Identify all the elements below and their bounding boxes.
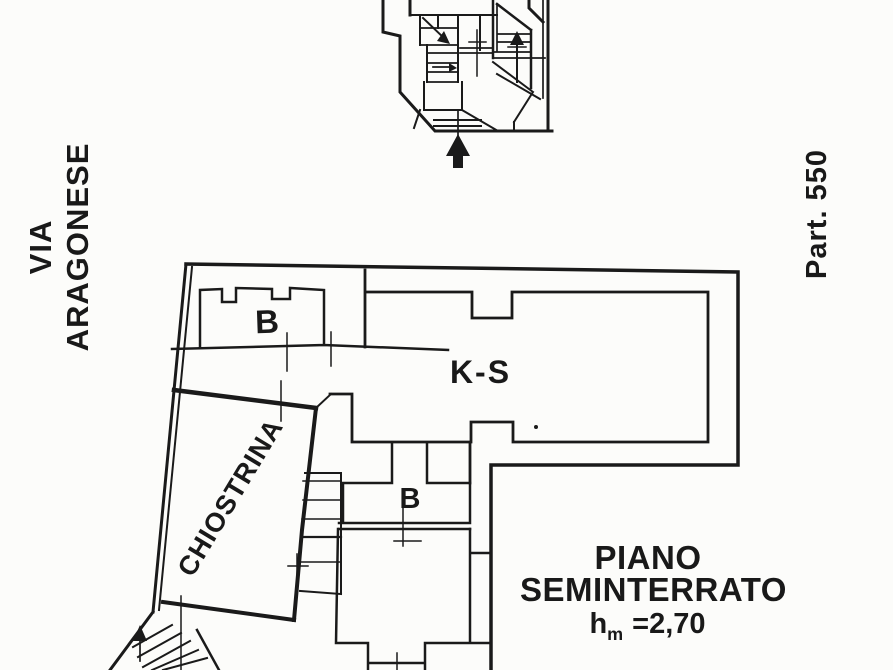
stairs-upper-left: [409, 14, 459, 83]
courtyard-wall-top: [171, 387, 319, 411]
courtyard-wall-right: [291, 405, 319, 623]
outer-wall-left-inner: [157, 265, 194, 612]
courtyard-wall-jog: [314, 392, 333, 410]
room-ks-walls: [328, 268, 710, 485]
stairs-up-arrow-icon: [507, 31, 527, 83]
lower-room-walls: [334, 527, 493, 670]
plan-dot: [534, 425, 538, 429]
floor-title: PIANO SEMINTERRATO: [520, 539, 787, 608]
outer-wall: [184, 262, 740, 670]
height-symbol: h: [589, 608, 608, 640]
upper-passage-walls: [457, 14, 498, 51]
room-b-lower-door-marks: [393, 506, 422, 547]
floor-height: hm =2,70: [540, 608, 755, 645]
upper-door-mark: [468, 29, 487, 77]
small-direction-arrow-icon: [432, 63, 457, 72]
room-b-upper-door-marks: [286, 331, 332, 372]
room-b-lower-walls: [337, 441, 472, 531]
room-label-kitchen-soggiorno: K-S: [449, 354, 512, 390]
height-value: =2,70: [632, 608, 706, 640]
courtyard-door-marks: [280, 380, 309, 583]
room-label-bath-upper: B: [254, 302, 280, 341]
stairs-direction-arrow-icon: [133, 625, 147, 662]
stairs-lower-left: [131, 623, 221, 670]
entrance-arrow-icon: [446, 109, 470, 168]
street-name-label: VIA ARAGONESE: [23, 142, 95, 352]
height-subscript: m: [607, 623, 624, 644]
main-plan: [108, 262, 740, 670]
outer-wall-left: [108, 262, 188, 670]
stairs-upper-right: [491, 0, 546, 132]
upper-plan: [381, 0, 554, 168]
parcel-number-label: Part. 550: [801, 149, 833, 279]
shaft-walls: [298, 472, 343, 596]
room-label-bath-lower: B: [399, 483, 421, 515]
upper-outer-wall: [381, 0, 554, 133]
room-b-upper-walls: [170, 286, 450, 352]
shaft-steps: [300, 480, 342, 563]
stairs-down-arrow-icon: [421, 16, 450, 44]
courtyard-wall-bottom: [160, 599, 297, 623]
